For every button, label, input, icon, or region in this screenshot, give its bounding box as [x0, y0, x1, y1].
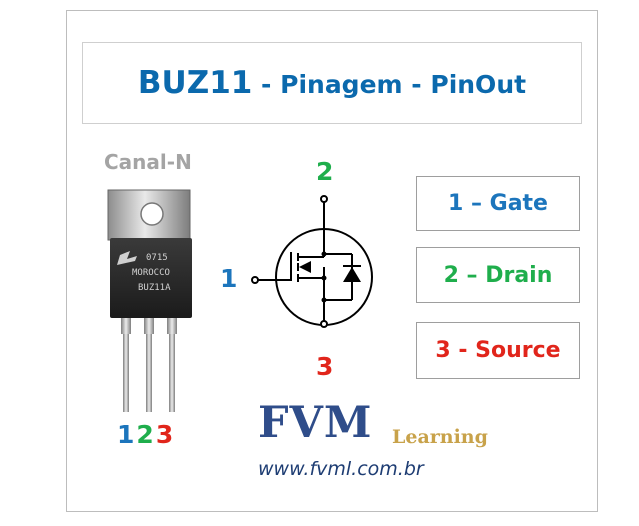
legend-source: 3 - Source — [416, 322, 580, 379]
marking-line3: BUZ11A — [138, 283, 171, 293]
channel-arrow — [299, 261, 311, 273]
pin-number-source: 3 — [155, 420, 176, 449]
to220-package-illustration: 0715 MOROCCO BUZ11A — [107, 189, 192, 412]
symbol-pin-source: 3 — [316, 352, 333, 381]
brand-logo: FVM — [258, 398, 373, 448]
channel-label: Canal-N — [104, 150, 192, 174]
title-subtitle: - Pinagem - PinOut — [252, 70, 527, 99]
marking-line2: MOROCCO — [132, 268, 170, 278]
symbol-pin-drain: 2 — [316, 157, 333, 186]
pin-number-drain: 2 — [136, 420, 156, 449]
legend-gate: 1 – Gate — [416, 176, 580, 231]
mosfet-symbol: 2 1 3 — [220, 157, 373, 381]
mounting-hole — [140, 202, 164, 226]
legend-drain: 2 – Drain — [416, 247, 580, 303]
drain-terminal — [320, 195, 328, 203]
pin-leads — [121, 318, 177, 412]
body-diode — [343, 267, 361, 282]
symbol-pin-gate: 1 — [220, 264, 237, 293]
title-box: BUZ11 - Pinagem - PinOut — [82, 42, 582, 124]
gate-terminal — [251, 276, 259, 284]
package-pin-numbers: 123 — [117, 420, 175, 449]
st-logo — [117, 251, 137, 265]
brand-tagline: Learning — [392, 426, 488, 448]
source-terminal — [320, 320, 328, 328]
brand-url: www.fvml.com.br — [258, 458, 424, 480]
plastic-body — [110, 238, 192, 318]
page-title: BUZ11 - Pinagem - PinOut — [138, 65, 526, 101]
title-part-number: BUZ11 — [137, 65, 253, 101]
marking-line1: 0715 — [146, 253, 168, 263]
pin-number-gate: 1 — [117, 420, 137, 449]
